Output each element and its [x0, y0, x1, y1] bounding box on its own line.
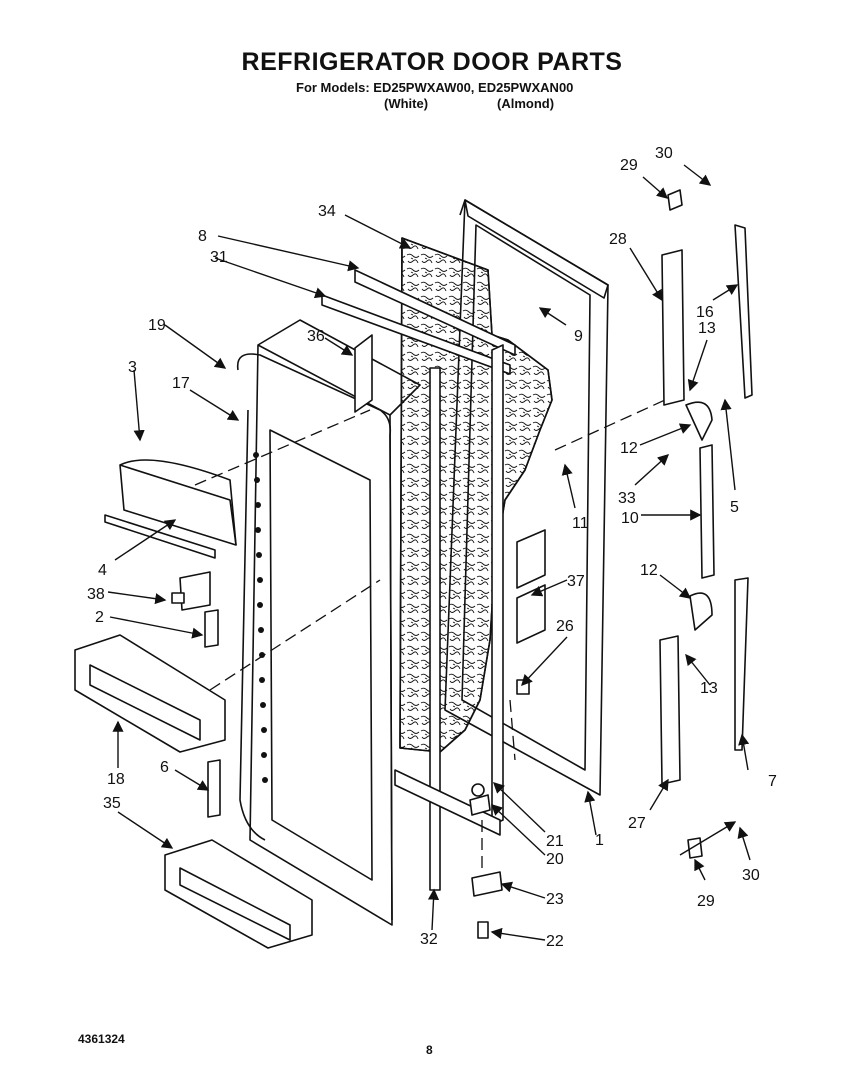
callout-19: 19: [148, 317, 166, 334]
callout-8: 8: [198, 228, 207, 245]
color-white-label: (White): [384, 96, 429, 111]
callout-12a: 12: [620, 440, 638, 457]
inner-door-liner: [236, 319, 421, 926]
lower-bucket: [164, 839, 313, 949]
callout-34: 34: [318, 203, 336, 220]
callout-29a: 29: [620, 157, 638, 174]
door-gaskets-right: [734, 224, 753, 751]
part-number: 4361324: [78, 1032, 125, 1046]
page-number: 8: [426, 1043, 433, 1057]
callout-13b: 13: [700, 680, 718, 697]
callout-38: 38: [87, 586, 105, 603]
callout-26: 26: [556, 618, 574, 635]
door-strip: [429, 367, 441, 891]
page-title: REFRIGERATOR DOOR PARTS: [241, 48, 623, 76]
spacer-blocks: [354, 334, 546, 644]
callout-22: 22: [546, 933, 564, 950]
callout-33: 33: [618, 490, 636, 507]
dairy-hinge: [171, 571, 219, 648]
callout-37: 37: [567, 573, 585, 590]
callout-6: 6: [160, 759, 169, 776]
callout-1: 1: [595, 832, 604, 849]
models-line: For Models: ED25PWXAW00, ED25PWXAN00: [296, 80, 574, 95]
hinge-channel: [491, 344, 504, 826]
color-almond-label: (Almond): [497, 96, 555, 111]
callout-numbers: 1 2 3 4 5 6 7 8 9 10 11 12 12 13 13 16 1…: [87, 145, 777, 950]
shelf-bracket: [207, 759, 221, 818]
callout-23: 23: [546, 891, 564, 908]
callout-28: 28: [609, 231, 627, 248]
callout-20: 20: [546, 851, 564, 868]
callout-31: 31: [210, 249, 228, 266]
callout-4: 4: [98, 562, 107, 579]
callout-30b: 30: [742, 867, 760, 884]
callout-27: 27: [628, 815, 646, 832]
bucket-shelf: [74, 634, 226, 753]
callout-12b: 12: [640, 562, 658, 579]
callout-18: 18: [107, 771, 125, 788]
hinge-covers-right: [659, 189, 715, 859]
callout-13a: 13: [698, 320, 716, 337]
dairy-door: [104, 459, 237, 559]
callout-29b: 29: [697, 893, 715, 910]
callout-32: 32: [420, 931, 438, 948]
callout-16: 16: [696, 304, 714, 321]
callout-7: 7: [768, 773, 777, 790]
callout-10: 10: [621, 510, 639, 527]
callout-11: 11: [572, 515, 589, 532]
callout-30a: 30: [655, 145, 673, 162]
callout-2: 2: [95, 609, 104, 626]
breaker-strip: [321, 269, 516, 375]
callout-3: 3: [128, 359, 137, 376]
callout-9: 9: [574, 328, 583, 345]
callout-5: 5: [730, 499, 739, 516]
callout-35: 35: [103, 795, 121, 812]
bottom-hinge-hardware: [394, 679, 530, 939]
callout-17: 17: [172, 375, 190, 392]
callout-21: 21: [546, 833, 564, 850]
callout-36: 36: [307, 328, 325, 345]
liner-holes: [253, 452, 268, 783]
